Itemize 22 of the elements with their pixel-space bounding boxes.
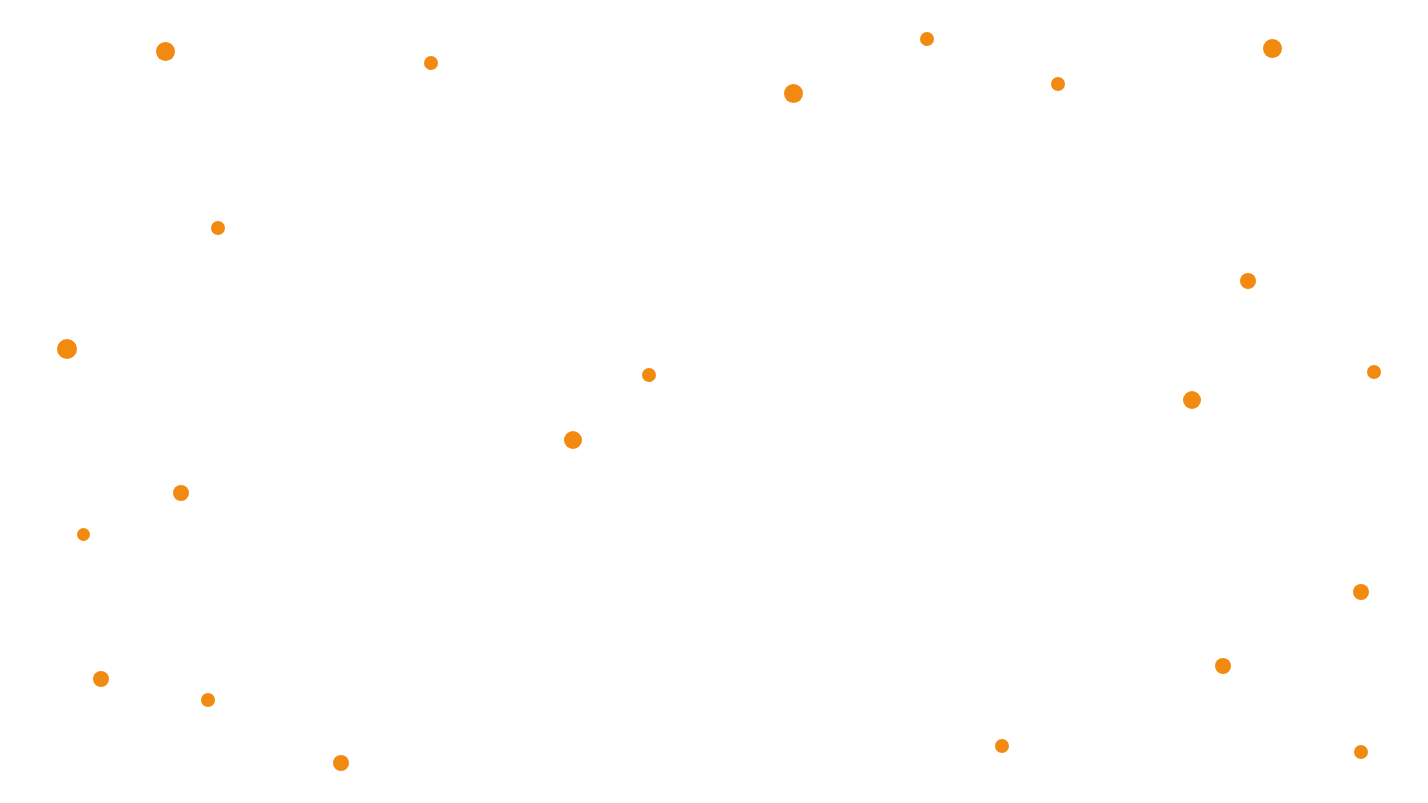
dot	[564, 431, 582, 449]
dot	[783, 83, 803, 103]
dot	[173, 485, 189, 501]
dot	[920, 32, 934, 46]
dot	[642, 368, 656, 382]
dot	[333, 755, 349, 771]
dot	[424, 56, 438, 70]
dot	[201, 693, 215, 707]
dot	[211, 221, 225, 235]
dot	[1367, 365, 1381, 379]
dot	[1240, 273, 1256, 289]
dot	[155, 41, 175, 61]
dot	[1353, 584, 1369, 600]
dot	[76, 527, 90, 541]
dot	[1262, 38, 1282, 58]
dot	[57, 339, 77, 359]
dot	[1354, 745, 1368, 759]
dot	[93, 671, 109, 687]
dot	[1051, 77, 1065, 91]
dot	[1215, 658, 1231, 674]
dot	[1183, 391, 1201, 409]
dot	[995, 739, 1009, 753]
